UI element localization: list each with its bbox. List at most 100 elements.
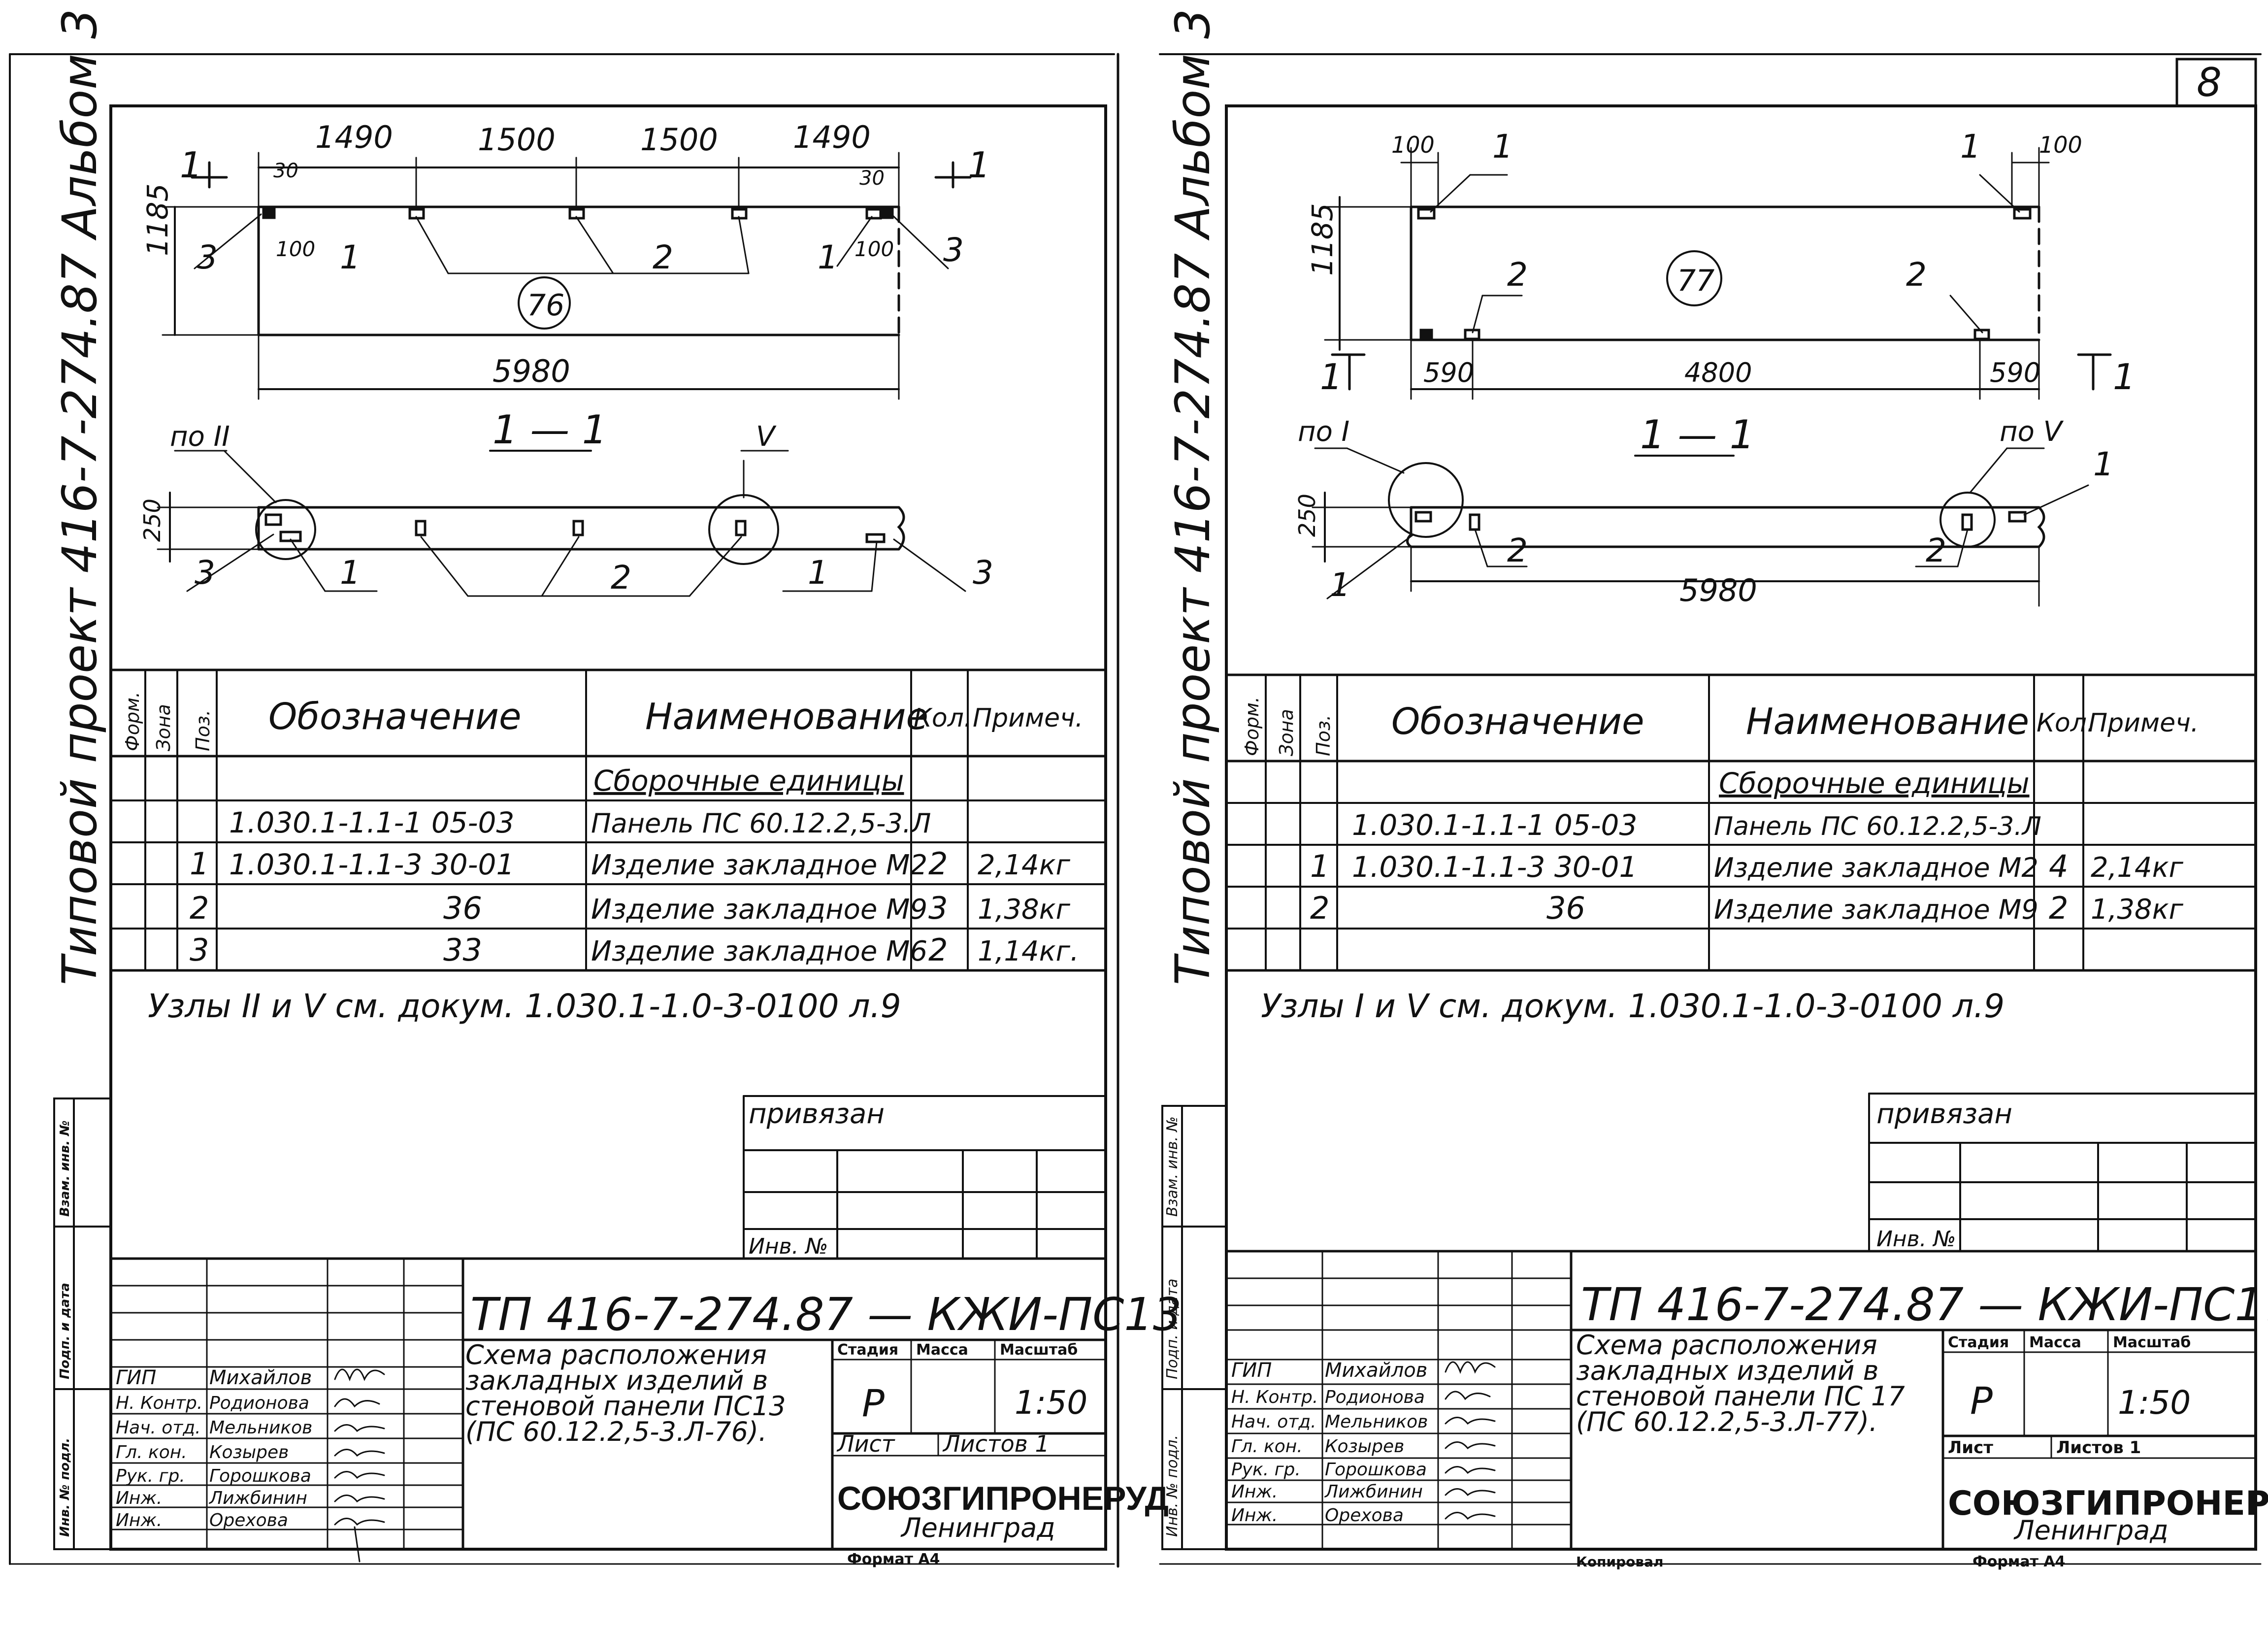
strip-label-2: Подп. и дата [1164, 1279, 1181, 1379]
dim-250: 250 [139, 499, 165, 542]
stage-value: Р [1970, 1379, 1993, 1423]
strip-label-3: Инв. № подл. [58, 1438, 72, 1537]
sheet-label: Лист [836, 1430, 895, 1457]
drawing-code: ТП 416-7-274.87 — КЖИ-ПС13 [470, 1288, 1182, 1341]
staff-name: Козырев [209, 1442, 289, 1463]
mass-label: Масса [916, 1341, 968, 1359]
cell-name: Панель ПС 60.12.2,5-3.Л [591, 808, 931, 839]
cell-designation: 1.030.1-1.1-3 30-01 [229, 848, 514, 881]
staff-name: Лижбинин [1324, 1482, 1423, 1502]
callout-2: 2 [653, 238, 673, 276]
spec-table-text: Форм. Зона Поз. Обозначение Наименование… [1241, 697, 2199, 1025]
staff-name: Орехова [209, 1510, 288, 1530]
node-ref-v: по V [2000, 416, 2064, 448]
sheet-right: 8 Типовой проект 416-7-274.87 Альбом 3 [1159, 9, 2268, 1570]
staff-role: Инж. [1231, 1482, 1278, 1502]
hdr-qty: Кол. [914, 703, 972, 733]
dim-590-a: 590 [1423, 357, 1474, 388]
dim-30-b: 30 [859, 167, 885, 190]
hdr-name: Наименование [1746, 700, 2029, 743]
hdr-form: Форм. [1241, 697, 1263, 756]
cell-designation: 1.030.1-1.1-3 30-01 [1352, 850, 1637, 884]
org-name: СОЮЗГИПРОНЕРУД [1948, 1484, 2268, 1523]
table-row: 1 1.030.1-1.1-3 30-01 Изделие закладное … [190, 846, 1071, 882]
org-city: Ленинград [900, 1512, 1055, 1543]
dim-250: 250 [1294, 494, 1320, 537]
staff-role: Н. Контр. [116, 1393, 202, 1413]
hdr-form: Форм. [122, 692, 143, 751]
cell-designation: 36 [443, 890, 482, 926]
table-row: 3 33 Изделие закладное М6 2 1,14кг. [190, 932, 1079, 968]
callout-3-left: 3 [197, 238, 218, 276]
table-row: Сборочные единицы [1719, 766, 2030, 800]
staff-name: Горошкова [209, 1466, 311, 1486]
cell-pos: 2 [1310, 890, 1329, 926]
sec-callout-3-left: 3 [195, 554, 215, 592]
strip-label-1: Взам. инв. № [58, 1121, 72, 1217]
signatures [1445, 1361, 1496, 1520]
drawing-title: Схема расположения закладных изделий в с… [1576, 1332, 1905, 1437]
privyazan-block [743, 1095, 1107, 1260]
nodes-note: Узлы II и V см. докум. 1.030.1-1.0-3-010… [148, 987, 901, 1025]
page-number-box [2175, 58, 2257, 107]
cell-note: 1,38кг [978, 894, 1071, 926]
page-number: 8 [2197, 60, 2222, 105]
sheets-count: Листов 1 [2056, 1438, 2141, 1458]
dim-100-a: 100 [1391, 132, 1435, 158]
cell-qty: 2 [928, 932, 948, 968]
node-ref-ii: по II [170, 421, 230, 453]
sec-callout-2-right: 2 [1926, 532, 1946, 569]
cell-note: 2,14кг [978, 849, 1071, 881]
cell-designation: 1.030.1-1.1-1 05-03 [229, 806, 514, 839]
sec-callout-1-left: 1 [1330, 566, 1350, 604]
callout-1-left: 1 [1492, 128, 1513, 166]
section-title: 1 — 1 [1640, 412, 1755, 458]
dim-100-b: 100 [2039, 132, 2082, 158]
copied-by-label: Копировал [1576, 1554, 1664, 1570]
privyazan-block [1868, 1093, 2257, 1252]
hdr-zone: Зона [1276, 709, 1297, 756]
spec-table [1225, 673, 2257, 972]
mass-label: Масса [2029, 1334, 2081, 1351]
section-view [1312, 447, 2089, 607]
table-row: 1.030.1-1.1-1 05-03 Панель ПС 60.12.2,5-… [229, 806, 931, 839]
node-ref-v: V [756, 421, 777, 453]
privyazan-label: привязан [1876, 1098, 2012, 1130]
section-mark-left: 1 [180, 144, 202, 186]
spec-table-text: Форм. Зона Поз. Обозначение Наименование… [122, 692, 1083, 1025]
callout-1-right: 1 [1960, 128, 1981, 166]
sheet-label: Лист [1948, 1438, 1993, 1458]
drawing-code: ТП 416-7-274.87 — КЖИ-ПС17 [1581, 1278, 2268, 1331]
strip-label-1: Взам. инв. № [1164, 1116, 1181, 1217]
scale-value: 1:50 [2118, 1384, 2191, 1422]
staff-name: Лижбинин [208, 1488, 307, 1508]
cell-name: Изделие закладное М9 [1714, 894, 2038, 925]
plan-view [1324, 147, 2112, 400]
side-title: Типовой проект 416-7-274.87 Альбом 3 [1165, 9, 1220, 985]
callout-2-left: 2 [1507, 256, 1528, 294]
dim-1185: 1185 [1306, 203, 1339, 276]
section-mark-right: 1 [968, 144, 990, 186]
cell-name: Сборочные единицы [593, 764, 904, 798]
staff-role: Нач. отд. [116, 1418, 201, 1438]
frame-left [109, 104, 1107, 1551]
frame-right [1225, 104, 2257, 1551]
title-block-text: ТП 416-7-274.87 — КЖИ-ПС13 Схема располо… [116, 1288, 1182, 1568]
cell-name: Изделие закладное М6 [591, 935, 927, 967]
dim-5980: 5980 [1679, 572, 1757, 608]
scale-label: Масштаб [2113, 1334, 2191, 1351]
staff-role: ГИП [1231, 1359, 1272, 1382]
dim-1490-a: 1490 [315, 119, 393, 155]
callout-1-right: 1 [818, 238, 838, 276]
binding-strip [53, 1097, 112, 1550]
staff-name: Горошкова [1325, 1460, 1427, 1480]
sheet-left: Типовой проект 416-7-274.87 Альбом 3 [9, 9, 1182, 1568]
title-block-text: ТП 416-7-274.87 — КЖИ-ПС17 Схема располо… [1231, 1278, 2268, 1570]
signatures [334, 1368, 385, 1563]
hdr-note: Примеч. [973, 703, 1083, 733]
hdr-qty: Кол. [2037, 708, 2095, 738]
sec-callout-1-right: 1 [2093, 445, 2114, 483]
panel-ref-number: 76 [527, 288, 564, 323]
staff-role: Нач. отд. [1231, 1412, 1316, 1432]
